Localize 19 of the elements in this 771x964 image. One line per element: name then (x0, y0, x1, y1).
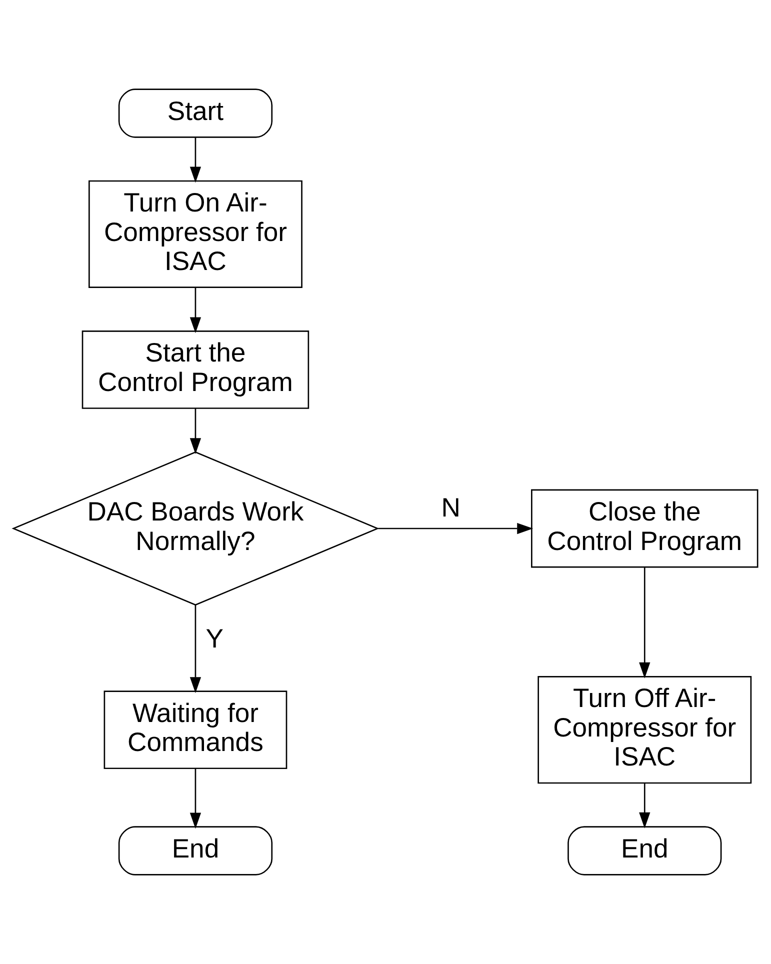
edge-label: Y (206, 623, 223, 654)
arrow (190, 604, 202, 694)
arrow (190, 768, 202, 829)
node-box: Turn On Air-Compressor for ISAC (88, 180, 302, 288)
node-diamond: DAC Boards Work Normally? (12, 451, 380, 606)
node-box: Start the Control Program (82, 330, 310, 409)
node-box: End (568, 826, 722, 876)
node-box: Start (118, 88, 273, 138)
node-box: Waiting for Commands (104, 690, 288, 770)
arrow (639, 567, 650, 678)
arrow (190, 288, 202, 334)
node-box: Close the Control Program (531, 489, 758, 568)
node-box: End (118, 826, 273, 876)
node-box: Turn Off Air-Compressor for ISAC (538, 676, 752, 784)
arrow (190, 408, 202, 454)
arrow (639, 783, 650, 828)
arrow (190, 137, 202, 183)
arrow (378, 522, 534, 534)
edge-label: N (441, 492, 460, 523)
